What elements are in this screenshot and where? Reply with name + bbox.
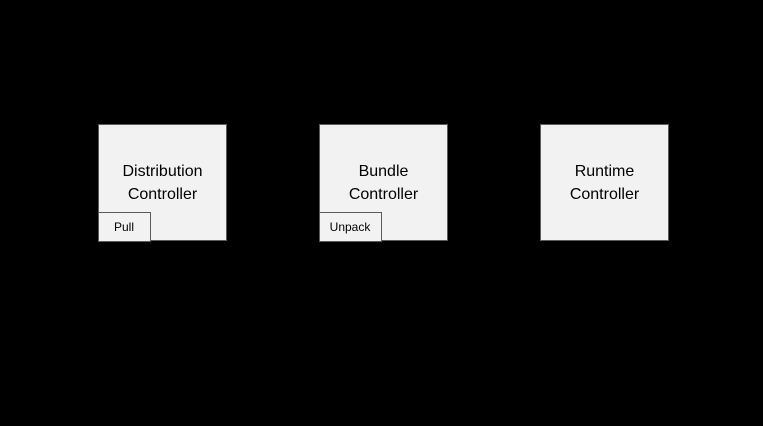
badge-unpack-label: Unpack	[329, 219, 371, 234]
badge-pull: Pull	[97, 211, 151, 242]
node-label-runtime-controller: Runtime Controller	[569, 162, 640, 203]
node-bundle-controller: Bundle Controller Unpack	[318, 124, 448, 242]
node-runtime-controller: Runtime Controller	[540, 124, 669, 241]
badge-unpack: Unpack	[318, 211, 382, 242]
node-label-bundle-controller: Bundle Controller	[348, 162, 419, 203]
badge-pull-label: Pull	[113, 219, 134, 234]
node-distribution-controller: Distribution Controller Pull	[97, 124, 227, 242]
node-label-distribution-controller: Distribution Controller	[122, 162, 203, 203]
